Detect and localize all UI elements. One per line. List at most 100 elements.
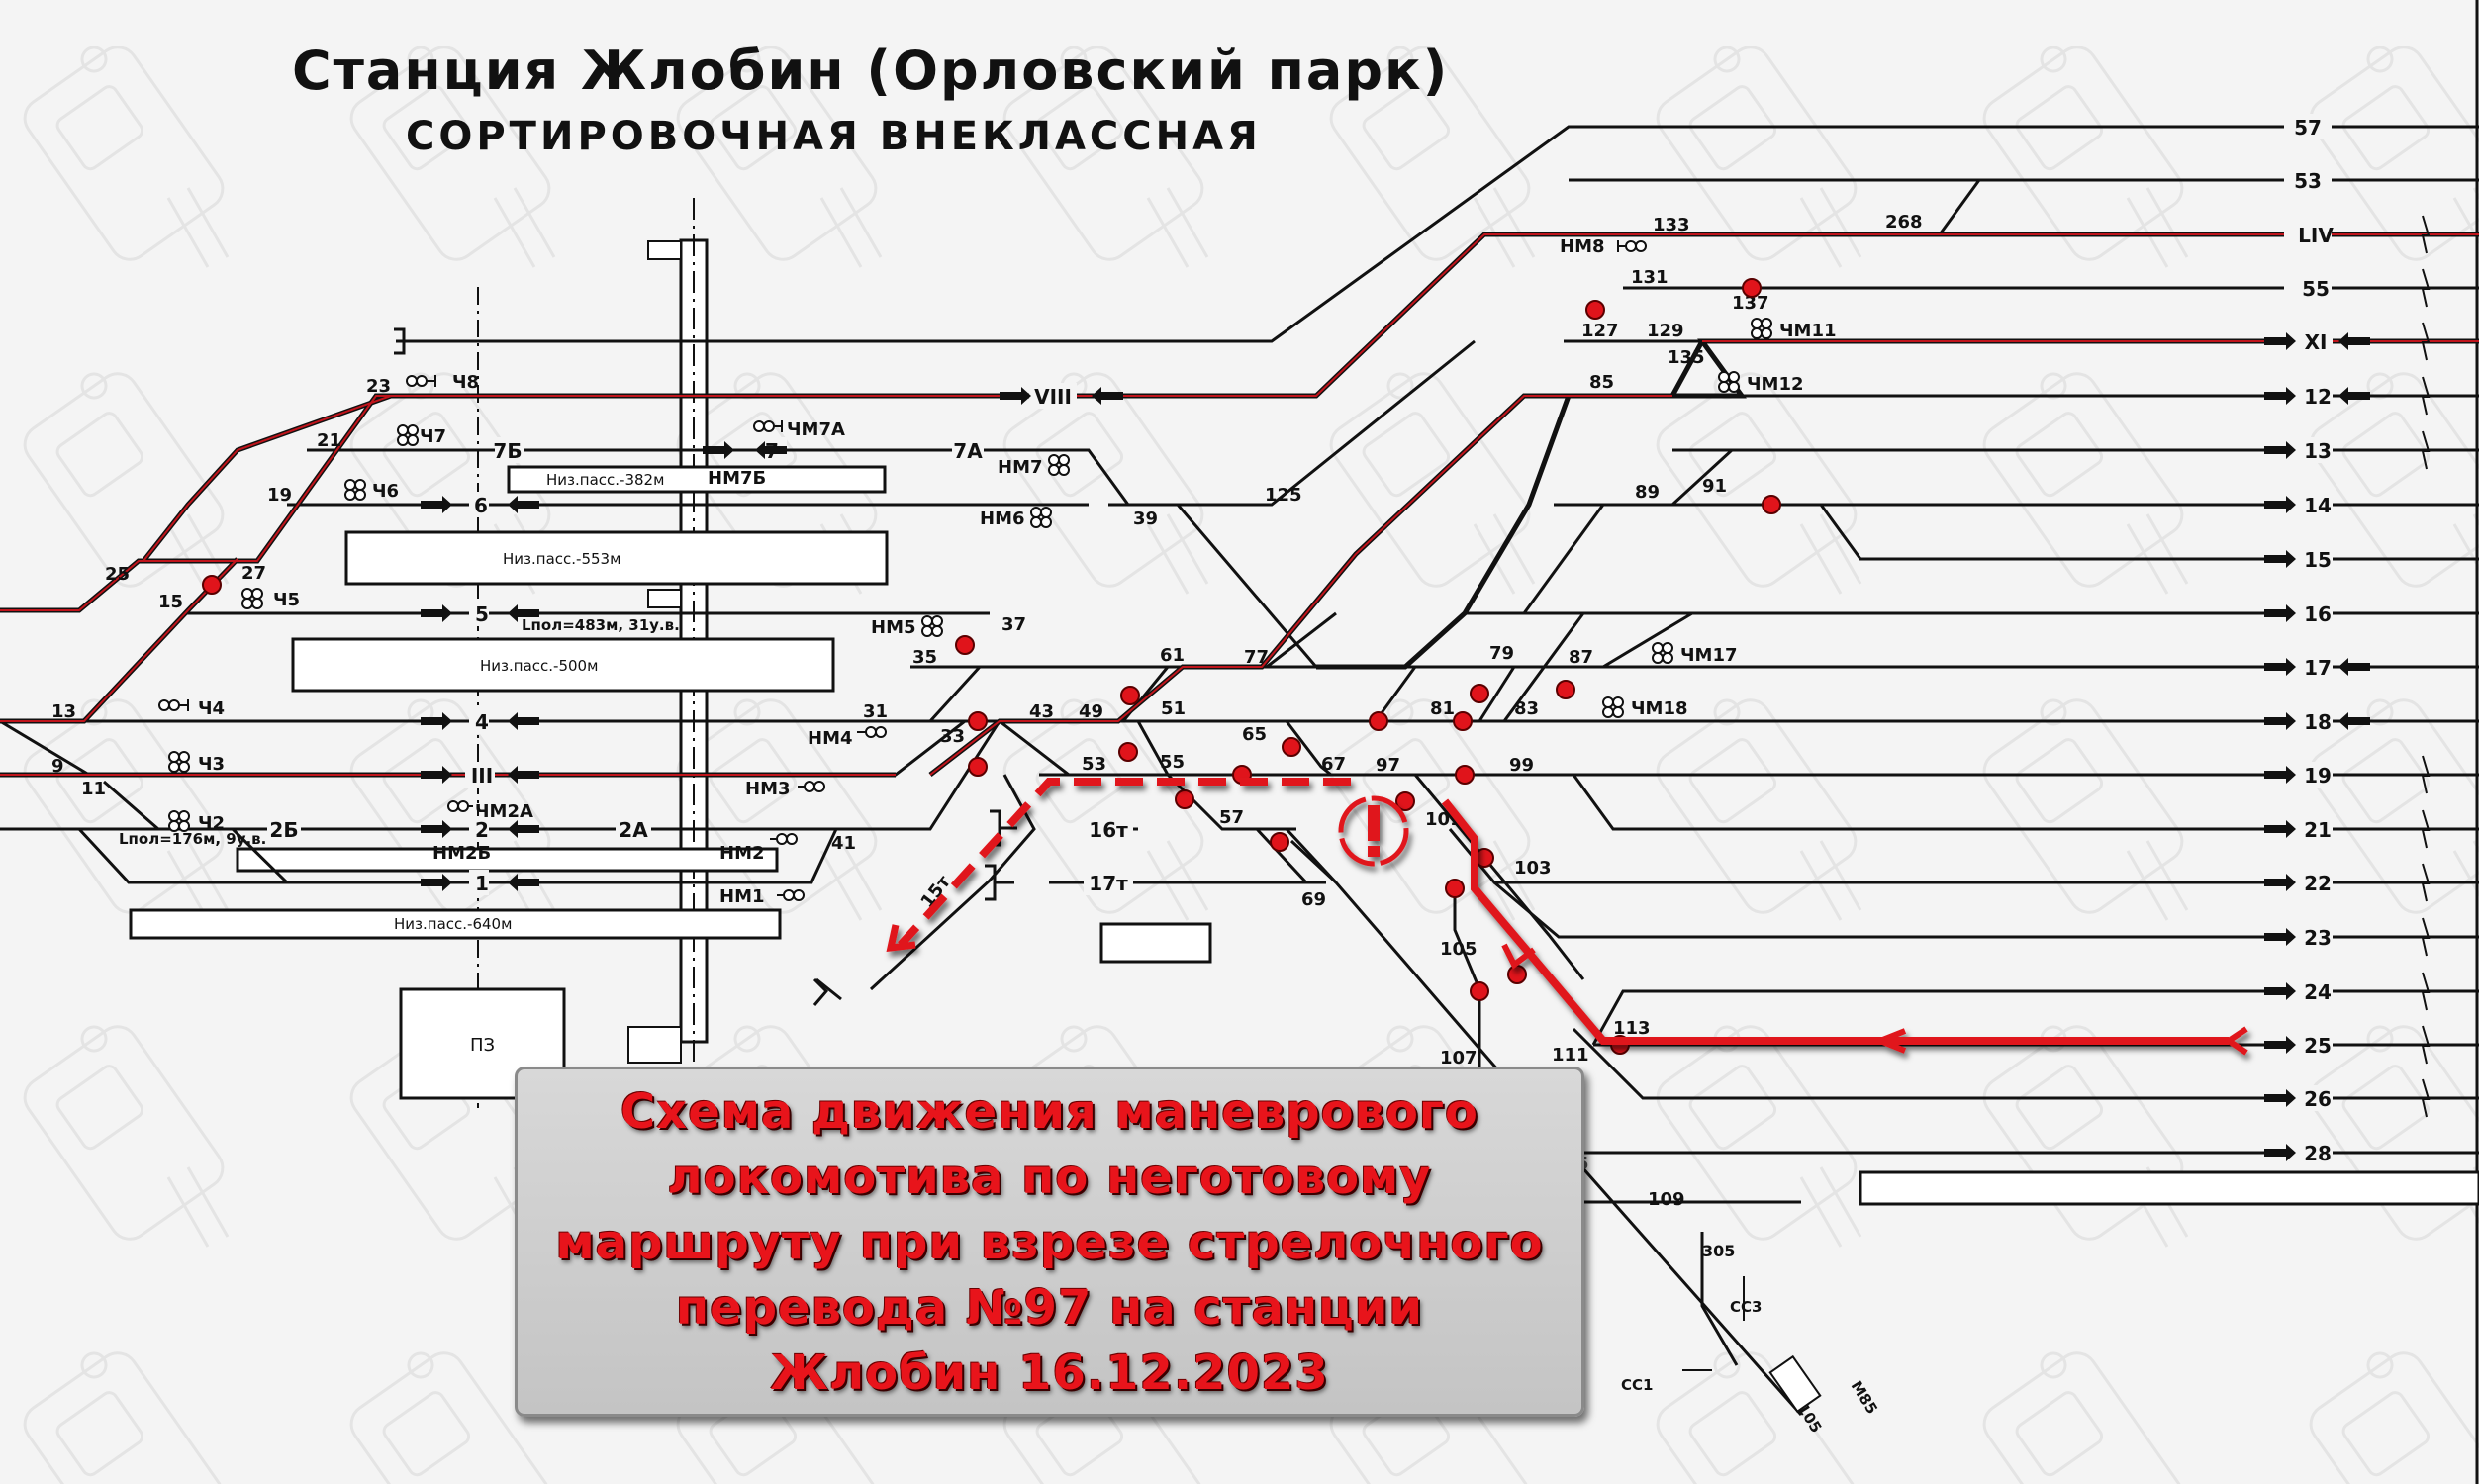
switch-129: 129 bbox=[1647, 321, 1684, 341]
track-label-1: 1 bbox=[475, 872, 489, 895]
track-label-12: 12 bbox=[2304, 385, 2332, 409]
switch-65: 65 bbox=[1242, 724, 1267, 745]
switch-27: 27 bbox=[241, 563, 266, 584]
switch-91: 91 bbox=[1702, 476, 1727, 497]
platform-label: Низ.пасс.-500м bbox=[480, 657, 598, 675]
switch-49: 49 bbox=[1079, 701, 1103, 722]
track-label-55: 55 bbox=[2302, 277, 2330, 301]
switch-77: 77 bbox=[1244, 647, 1269, 668]
signal-Ch6: Ч6 bbox=[372, 481, 399, 502]
lamp-signal-icon bbox=[241, 588, 263, 609]
shunting-signal-icon bbox=[777, 889, 805, 901]
switch-103: 103 bbox=[1514, 858, 1552, 879]
switch-135: 135 bbox=[1668, 347, 1705, 368]
track-note: Lпол=483м, 31у.в. bbox=[522, 616, 680, 634]
signal-Ch7: Ч7 bbox=[420, 426, 446, 447]
switch-35: 35 bbox=[912, 647, 937, 668]
incident-callout: Схема движения маневрового локомотива по… bbox=[515, 1067, 1584, 1417]
track-label-VIII: VIII bbox=[1034, 385, 1072, 409]
callout-line: перевода №97 на станции bbox=[675, 1280, 1424, 1336]
switch-55: 55 bbox=[1160, 752, 1185, 773]
switch-15: 15 bbox=[158, 592, 183, 612]
track-label-18: 18 bbox=[2304, 710, 2332, 734]
signal-ChM11: ЧМ11 bbox=[1779, 321, 1837, 341]
switch-67: 67 bbox=[1321, 754, 1346, 775]
signal-Ch4: Ч4 bbox=[198, 698, 225, 719]
switch-113: 113 bbox=[1613, 1018, 1651, 1039]
lamp-signal-icon bbox=[1718, 371, 1740, 393]
signal-NM1: НМ1 bbox=[719, 886, 765, 907]
signal-ChM7A: ЧМ7А bbox=[787, 419, 845, 440]
signal-NM6: НМ6 bbox=[980, 509, 1025, 529]
lamp-signal-icon bbox=[344, 479, 366, 501]
shunting-signal-icon bbox=[770, 833, 798, 845]
left-direction-arrows bbox=[421, 387, 1123, 891]
lamp-signal-icon bbox=[1030, 507, 1052, 528]
switch-85: 85 bbox=[1589, 372, 1614, 393]
switch-109: 109 bbox=[1648, 1189, 1685, 1210]
switch-268: 268 bbox=[1885, 212, 1923, 232]
platform-label: Низ.пасс.-382м bbox=[546, 471, 664, 489]
switch-107: 107 bbox=[1440, 1048, 1478, 1068]
lamp-signal-icon bbox=[1602, 696, 1624, 718]
shunting-route bbox=[886, 778, 2248, 1056]
switch-37: 37 bbox=[1001, 614, 1026, 635]
switch-99: 99 bbox=[1509, 755, 1534, 776]
switch-25: 25 bbox=[105, 564, 130, 585]
lower-left-tracks bbox=[0, 827, 289, 884]
platforms bbox=[129, 465, 2479, 1206]
signal-glyphs bbox=[158, 240, 1772, 901]
switch-305: 305 bbox=[1702, 1242, 1735, 1260]
throat-detail bbox=[1682, 1276, 1822, 1414]
track-label-5: 5 bbox=[475, 603, 489, 626]
switch-111: 111 bbox=[1552, 1045, 1589, 1066]
switch-23: 23 bbox=[366, 376, 391, 397]
track-label-15: 15 bbox=[2304, 548, 2332, 572]
track-label-17: 17 bbox=[2304, 656, 2332, 680]
callout-line: Жлобин 16.12.2023 bbox=[770, 1345, 1329, 1401]
track-label-7A: 7А bbox=[953, 439, 983, 463]
switch-69: 69 bbox=[1301, 889, 1326, 910]
platform-label: Низ.пасс.-640м bbox=[394, 915, 512, 933]
shunting-signal-icon bbox=[447, 800, 473, 812]
page-subtitle: СОРТИРОВОЧНАЯ ВНЕКЛАССНАЯ bbox=[406, 114, 1262, 159]
switch-43: 43 bbox=[1029, 701, 1054, 722]
lamp-signal-icon bbox=[921, 615, 943, 637]
callout-line: локомотива по неготовому bbox=[667, 1150, 1432, 1205]
switch-97: 97 bbox=[1376, 755, 1400, 776]
lamp-signal-icon bbox=[168, 751, 190, 773]
shunting-signal-icon bbox=[798, 781, 825, 792]
signal-NM3: НМ3 bbox=[745, 779, 791, 799]
signal-Ch2: Ч2 bbox=[198, 813, 225, 834]
signal-Ch8: Ч8 bbox=[452, 372, 479, 393]
switch-39: 39 bbox=[1133, 509, 1158, 529]
switch-53: 53 bbox=[1082, 754, 1106, 775]
lamp-signal-icon bbox=[1751, 318, 1772, 339]
signal-NM2: НМ2 bbox=[719, 843, 765, 864]
switch-13: 13 bbox=[51, 701, 76, 722]
left-track-labels: VIII 7Б 7 7А 6 5 4 III 2Б 2 2А 1 16т 17т… bbox=[267, 383, 1133, 912]
switch-81: 81 bbox=[1430, 698, 1455, 719]
insulation-marks bbox=[2421, 215, 2431, 1118]
switch-79: 79 bbox=[1489, 643, 1514, 664]
track-label-17t: 17т bbox=[1089, 872, 1128, 895]
switch-19: 19 bbox=[267, 485, 292, 506]
switch-133: 133 bbox=[1653, 215, 1690, 235]
track-label-XI: XI bbox=[2305, 330, 2328, 354]
switch-125: 125 bbox=[1265, 485, 1302, 506]
track-label-4: 4 bbox=[475, 710, 489, 734]
signal-NM5: НМ5 bbox=[871, 617, 916, 638]
signal-NM7B: НМ7Б bbox=[708, 468, 766, 489]
callout-line: Схема движения маневрового bbox=[620, 1084, 1478, 1140]
switch-11: 11 bbox=[81, 779, 106, 799]
signal-SS3: СС3 bbox=[1730, 1298, 1762, 1316]
track-label-16: 16 bbox=[2304, 603, 2332, 626]
switch-83: 83 bbox=[1514, 698, 1539, 719]
switch-127: 127 bbox=[1581, 321, 1619, 341]
track-label-2: 2 bbox=[475, 818, 489, 842]
callout-line: маршруту при взрезе стрелочного bbox=[555, 1215, 1544, 1270]
signal-NM2B: НМ2Б bbox=[432, 843, 491, 864]
switch-21: 21 bbox=[317, 430, 341, 451]
switch-41: 41 bbox=[831, 833, 856, 854]
